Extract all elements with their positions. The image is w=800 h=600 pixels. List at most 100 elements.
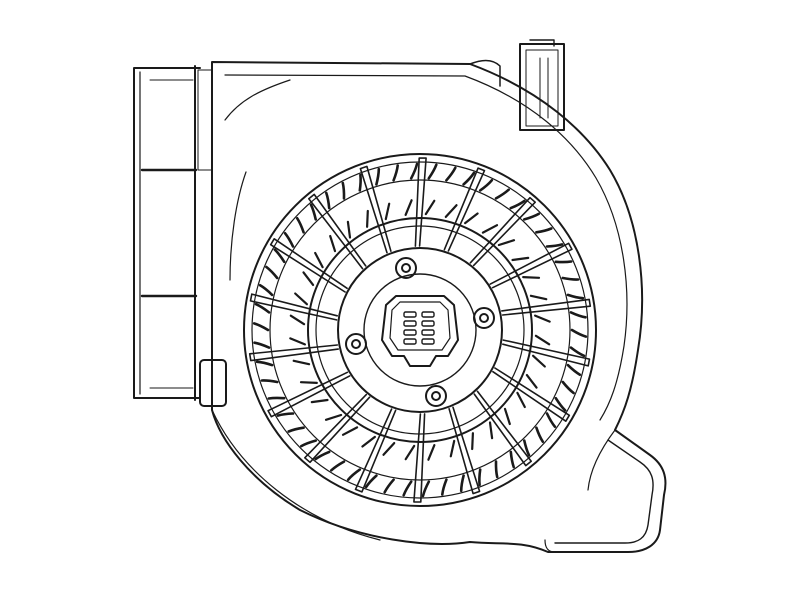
impeller-blade	[421, 480, 431, 498]
impeller-blade	[566, 293, 585, 300]
inner-blade	[294, 292, 308, 306]
impeller-blade	[509, 199, 526, 210]
inner-blade	[361, 435, 376, 448]
impeller-spoke	[269, 238, 348, 293]
impeller-blade	[253, 341, 271, 349]
impeller-blade	[561, 276, 580, 281]
impeller-blade	[569, 311, 587, 319]
impeller-spoke	[414, 157, 427, 247]
impeller-blade	[561, 380, 575, 395]
impeller-spoke	[249, 293, 338, 321]
impeller-blade	[462, 171, 476, 186]
inner-blade	[481, 224, 499, 234]
inner-blade	[329, 234, 337, 253]
inner-blade	[471, 432, 474, 451]
impeller-blade	[273, 248, 286, 264]
impeller-spoke	[443, 167, 486, 252]
impeller-blade	[341, 181, 346, 200]
impeller-spoke	[448, 406, 481, 495]
impeller-blade	[402, 480, 413, 497]
inner-blade	[382, 442, 396, 456]
connector-pin	[403, 320, 417, 327]
impeller-blade	[509, 450, 515, 469]
impeller-blade	[260, 379, 279, 384]
impeller-spoke	[354, 408, 397, 493]
inner-blade	[404, 199, 413, 216]
connector-pin	[403, 338, 417, 345]
impeller-blade	[535, 227, 553, 234]
inner-blade	[529, 294, 548, 301]
impeller-blade	[566, 363, 582, 376]
impeller-blade	[314, 450, 331, 461]
inner-blade	[289, 337, 306, 346]
inner-blade	[534, 334, 551, 346]
impeller-blade	[258, 284, 274, 297]
impeller-blade	[478, 179, 494, 192]
inner-blade	[444, 204, 458, 218]
impeller-spoke	[267, 371, 351, 418]
inner-blade	[384, 202, 391, 221]
inner-blade	[404, 444, 416, 461]
impeller-blade	[494, 188, 510, 200]
impeller-blade	[254, 302, 271, 314]
impeller-ring	[243, 153, 597, 507]
impeller-blade	[545, 412, 557, 428]
impeller-blade	[554, 260, 573, 264]
impeller-blade	[494, 460, 499, 479]
connector-pin	[421, 320, 435, 327]
inner-blade	[497, 239, 516, 247]
impeller-blade	[295, 217, 305, 234]
impeller-blade	[554, 396, 567, 412]
impeller-blade	[523, 212, 540, 221]
impeller-spoke	[473, 390, 532, 467]
impeller-blade	[364, 474, 378, 489]
impeller-blade	[545, 243, 564, 248]
impeller-blade	[570, 328, 588, 338]
inner-blade	[324, 413, 343, 421]
inner-blade	[289, 314, 306, 326]
inner-blade	[464, 212, 479, 225]
impeller-spoke	[359, 165, 392, 254]
impeller-blade	[287, 426, 305, 433]
connector-pin	[403, 329, 417, 336]
impeller-blade	[252, 322, 270, 332]
impeller-blade	[283, 232, 295, 248]
inner-blade	[449, 439, 456, 458]
impeller-blade	[427, 163, 438, 180]
motor-hub	[337, 247, 503, 413]
impeller-blade	[300, 439, 317, 448]
impeller-blade	[459, 474, 465, 493]
impeller-blade	[375, 167, 381, 186]
inner-blade	[424, 199, 436, 216]
impeller-blade	[441, 478, 448, 496]
hub-connector-pins	[403, 311, 435, 345]
connector-pin	[421, 338, 435, 345]
impeller-blade	[346, 468, 362, 481]
impeller-blade	[409, 162, 419, 180]
inner-blade	[292, 359, 311, 366]
inner-blade	[522, 276, 541, 279]
impeller-blade	[325, 191, 331, 210]
inner-blade	[534, 314, 551, 323]
impeller-blade	[330, 460, 346, 472]
impeller-blade	[267, 396, 286, 400]
inner-blade	[310, 398, 329, 404]
impeller-blade	[478, 468, 482, 487]
impeller-blade	[445, 166, 457, 182]
impeller-blade	[523, 439, 531, 457]
impeller-spoke	[308, 193, 367, 270]
inner-blade	[516, 391, 526, 409]
connector-pin	[421, 311, 435, 318]
impeller-spoke	[469, 196, 536, 267]
inner-blade	[341, 426, 359, 436]
impeller-spoke	[304, 393, 371, 464]
impeller-blades	[248, 157, 592, 503]
impeller-spoke	[248, 344, 339, 362]
impeller-blade	[255, 360, 274, 367]
impeller-spoke	[492, 367, 571, 422]
impeller-blade	[569, 346, 586, 358]
inner-blade	[314, 251, 324, 269]
impeller-spoke	[502, 339, 591, 367]
